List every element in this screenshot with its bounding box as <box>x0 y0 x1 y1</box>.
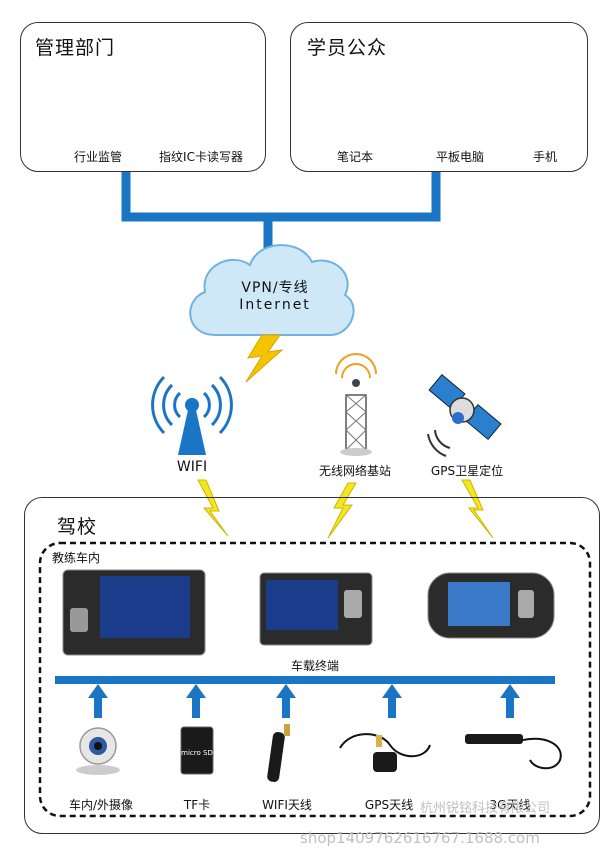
phone-label: 手机 <box>532 150 557 164</box>
management-panel: 管理部门 <box>20 22 266 172</box>
students-panel: 学员公众 <box>290 22 588 172</box>
vehicle-dashed-border <box>38 541 592 818</box>
driving-school-panel: 驾校 <box>24 497 600 834</box>
vehicle-terminal-label: 车载终端 <box>290 659 339 673</box>
terminal-device-2-icon <box>259 572 373 646</box>
base-station-icon <box>335 353 377 456</box>
svg-text:micro SD: micro SD <box>181 749 213 757</box>
watermark-url: shop1409762616767.1688.com <box>300 829 540 847</box>
3g-antenna-icon <box>465 734 562 770</box>
driving-school-title: 驾校 <box>57 516 98 538</box>
wifi-antenna-icon <box>151 375 233 455</box>
fingerprint-reader-label: 指纹IC卡读写器 <box>159 150 243 164</box>
base-station-label: 无线网络基站 <box>318 464 391 478</box>
terminal-device-1-icon <box>62 569 206 656</box>
laptop-label: 笔记本 <box>336 150 373 164</box>
lightning-cloud-icon <box>245 334 284 383</box>
peripheral-arrows <box>88 684 520 718</box>
coach-car-label: 教练车内 <box>52 551 101 565</box>
lightning-wifi-icon <box>197 479 229 537</box>
tablet-label: 平板电脑 <box>435 150 484 164</box>
sd-card-icon: micro SD <box>180 726 214 775</box>
watermark-company: 杭州锐铭科技有限公司 <box>420 801 551 816</box>
peripheral-bus <box>55 676 555 684</box>
tf-card-label: TF卡 <box>183 798 211 812</box>
top-connector <box>121 170 441 222</box>
camera-icon <box>76 727 120 775</box>
gps-antenna-label: GPS天线 <box>364 798 414 812</box>
industry-supervision-label: 行业监管 <box>73 150 122 164</box>
terminal-device-3-icon <box>427 572 555 639</box>
cloud-line1: VPN/专线 <box>241 280 309 296</box>
3g-antenna-label: 3G天线 <box>489 798 531 812</box>
students-title: 学员公众 <box>307 37 388 59</box>
gps-label: GPS卫星定位 <box>430 464 504 478</box>
gps-antenna-icon <box>339 733 431 772</box>
wifi-antenna-label: WIFI天线 <box>262 798 312 812</box>
management-title: 管理部门 <box>35 37 116 59</box>
cloud-icon <box>189 244 355 336</box>
cloud-line2: Internet <box>239 297 311 313</box>
lightning-station-icon <box>327 482 357 539</box>
lightning-gps-icon <box>461 479 494 539</box>
wifi-label: WIFI <box>176 459 208 475</box>
wifi-antenna-stick-icon <box>267 724 290 782</box>
satellite-icon <box>427 373 502 457</box>
camera-label: 车内/外摄像 <box>68 798 134 812</box>
